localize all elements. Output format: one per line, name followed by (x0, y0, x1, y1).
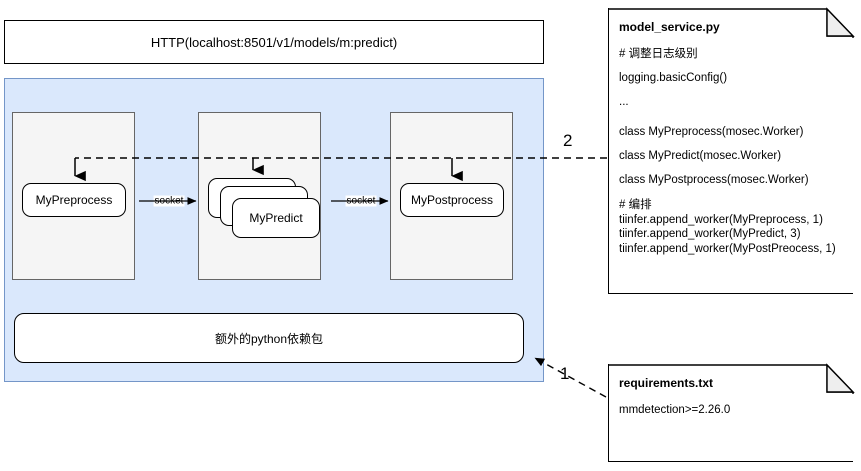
code-line: tiinfer.append_worker(MyPostPreocess, 1) (619, 242, 836, 255)
note-model-service: model_service.py # 调整日志级别 logging.basicC… (608, 7, 855, 294)
note-fold-model-service (608, 7, 855, 38)
note-model-service-title: model_service.py (619, 20, 720, 34)
code-line: tiinfer.append_worker(MyPreprocess, 1) (619, 213, 823, 226)
code-line: ... (619, 96, 629, 108)
code-line: logging.basicConfig() (619, 72, 728, 84)
node-mypreprocess-label: MyPreprocess (35, 193, 113, 207)
socket-connector-2: socket (330, 190, 392, 212)
node-mypostprocess[interactable]: MyPostprocess (400, 183, 504, 217)
code-line: class MyPostprocess(mosec.Worker) (619, 174, 809, 186)
note-fold-requirements (608, 363, 855, 394)
socket-label-1: socket (153, 195, 185, 207)
note-requirements-body: requirements.txt mmdetection>=2.26.0 (609, 364, 853, 417)
node-mypostprocess-label: MyPostprocess (410, 193, 494, 207)
python-dependencies-box[interactable]: 额外的python依赖包 (14, 313, 524, 363)
code-line: class MyPreprocess(mosec.Worker) (619, 126, 804, 138)
callout-number-1: 1 (560, 364, 570, 383)
node-mypredict-stack[interactable]: MyPredict (208, 178, 320, 240)
node-mypredict-label: MyPredict (249, 211, 303, 225)
node-mypreprocess[interactable]: MyPreprocess (22, 183, 126, 217)
code-line: tiinfer.append_worker(MyPredict, 3) (619, 228, 801, 240)
code-line: # 编排 (619, 199, 652, 211)
socket-label-2: socket (345, 195, 377, 207)
python-dependencies-label: 额外的python依赖包 (214, 331, 324, 346)
dashed-line-callout-1 (534, 357, 607, 398)
note-model-service-body: model_service.py # 调整日志级别 logging.basicC… (609, 8, 853, 256)
node-mypredict-copy-1: MyPredict (232, 198, 320, 238)
code-line: class MyPredict(mosec.Worker) (619, 150, 782, 162)
code-line: # 调整日志级别 (619, 48, 698, 60)
socket-connector-1: socket (138, 190, 200, 212)
note-requirements-title: requirements.txt (619, 376, 714, 390)
http-endpoint-bar: HTTP(localhost:8501/v1/models/m:predict) (4, 20, 544, 64)
code-line: mmdetection>=2.26.0 (619, 404, 731, 416)
note-requirements: requirements.txt mmdetection>=2.26.0 (608, 363, 855, 462)
callout-number-2: 2 (563, 131, 573, 150)
http-endpoint-label: HTTP(localhost:8501/v1/models/m:predict) (150, 34, 398, 50)
